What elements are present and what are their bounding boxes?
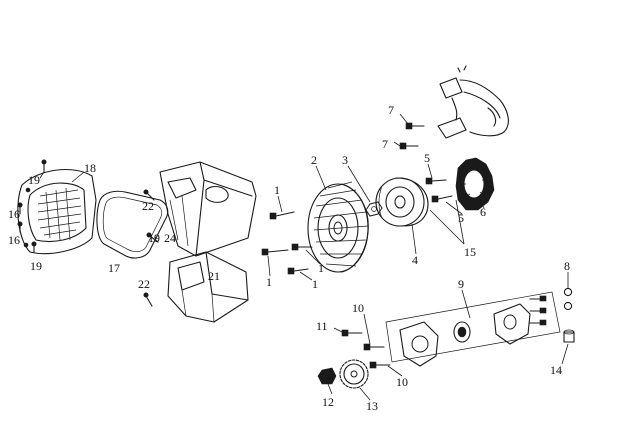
callout-17: 17 xyxy=(108,261,120,275)
upper-engine-cover-part xyxy=(159,161,257,257)
callout-14: 14 xyxy=(550,363,562,377)
shroud-screws xyxy=(17,159,47,253)
lower-engine-cover-part xyxy=(143,251,249,323)
pickup-coil-wiring-part xyxy=(399,65,509,150)
bracket-bolts-part xyxy=(341,329,391,369)
callout-19-lower: 19 xyxy=(30,259,42,273)
sprocket-nut-part xyxy=(317,367,337,385)
callout-24: 24 xyxy=(164,231,176,245)
callout-1-lower-left: 1 xyxy=(266,275,272,289)
leader-lines xyxy=(39,113,569,401)
callout-16-lower: 16 xyxy=(8,233,20,247)
bracket-assembly-part xyxy=(385,291,561,367)
callout-5-lower: 5 xyxy=(458,211,464,225)
callout-4: 4 xyxy=(412,253,418,267)
callout-1-lower-mid: 1 xyxy=(318,261,324,275)
callout-11: 11 xyxy=(316,319,328,333)
callout-22-upper: 22 xyxy=(142,199,154,213)
bushing-part xyxy=(563,329,575,343)
callout-8: 8 xyxy=(564,259,570,273)
sprocket-part xyxy=(339,359,369,389)
washers-part xyxy=(563,287,573,311)
callout-13: 13 xyxy=(366,399,378,413)
callout-22-lower: 22 xyxy=(138,277,150,291)
callout-12: 12 xyxy=(322,395,334,409)
callout-10-upper: 10 xyxy=(352,301,364,315)
stator-bolts-part xyxy=(425,177,453,203)
callout-6: 6 xyxy=(480,205,486,219)
callout-5-upper: 5 xyxy=(424,151,430,165)
callout-16-upper: 16 xyxy=(8,207,20,221)
callout-3: 3 xyxy=(342,153,348,167)
cover-screws-upper xyxy=(143,189,159,243)
stator-part xyxy=(455,157,495,211)
callout-21: 21 xyxy=(208,269,220,283)
callout-labels: 1 1 1 1 2 3 4 5 5 6 7 7 8 9 10 10 11 12 … xyxy=(8,103,570,413)
callout-7-lower: 7 xyxy=(382,137,388,151)
gasket-part xyxy=(96,190,169,259)
callout-10-lower: 10 xyxy=(396,375,408,389)
callout-9: 9 xyxy=(458,277,464,291)
cooling-fan-part xyxy=(307,181,369,273)
flywheel-part xyxy=(375,177,429,227)
callout-19-mid: 19 xyxy=(148,231,160,245)
callout-7-upper: 7 xyxy=(388,103,394,117)
callout-18: 18 xyxy=(84,161,96,175)
callout-2: 2 xyxy=(311,153,317,167)
callout-1-lower-right: 1 xyxy=(312,277,318,291)
callout-1-top: 1 xyxy=(274,183,280,197)
mounting-bolts-part xyxy=(261,211,313,275)
callout-19-upper: 19 xyxy=(28,173,40,187)
callout-15: 15 xyxy=(464,245,476,259)
